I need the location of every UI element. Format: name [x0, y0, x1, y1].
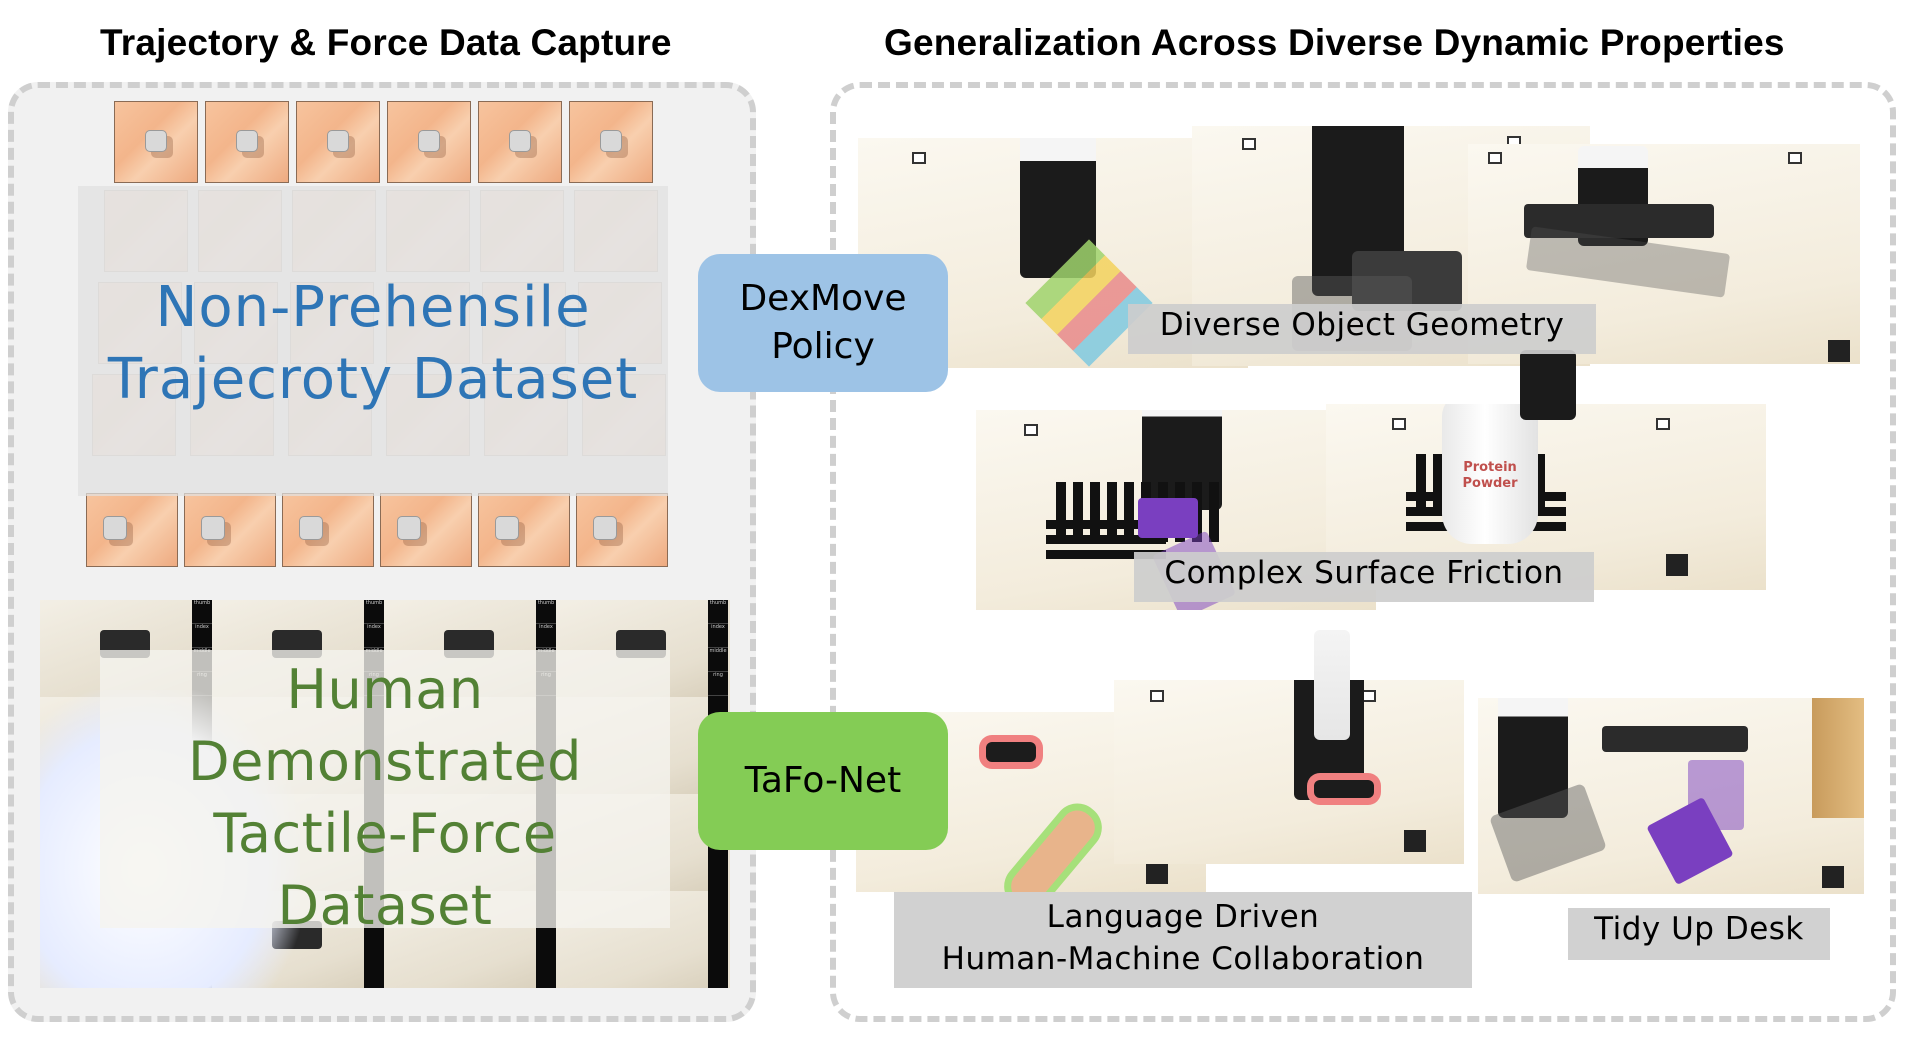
drill-object-highlighted: [1314, 780, 1374, 798]
trajectory-frame: [184, 493, 276, 567]
trajectory-frame: [282, 493, 374, 567]
aruco-marker: [1024, 424, 1038, 436]
finger-label: thumb: [536, 600, 556, 624]
robot-hand-image: [495, 516, 519, 540]
robot-hand-image: [327, 130, 349, 152]
photo-robot-grasp-drill: [1114, 680, 1464, 864]
trajectory-dataset-label: Non-Prehensile Trajecroty Dataset: [78, 272, 668, 416]
human-dataset-line4: Dataset: [277, 874, 493, 937]
dexmove-line2: Policy: [771, 326, 875, 367]
trajectory-dataset-line1: Non-Prehensile: [155, 275, 591, 340]
caption-language-collaboration: Language Driven Human-Machine Collaborat…: [894, 892, 1472, 988]
human-hand-pointing-image: [1004, 803, 1102, 892]
trajectory-frame: [205, 101, 289, 183]
aruco-marker: [1822, 866, 1844, 888]
robot-hand-image: [201, 516, 225, 540]
finger-label: thumb: [364, 600, 384, 624]
keyboard-object: [1524, 204, 1714, 238]
section-title-generalization: Generalization Across Diverse Dynamic Pr…: [884, 22, 1785, 63]
trajectory-frame: [387, 101, 471, 183]
drill-object-highlighted: [986, 742, 1036, 762]
trajectory-frame: [576, 493, 668, 567]
trajectory-dataset-line2: Trajecroty Dataset: [107, 347, 639, 412]
aruco-marker: [1392, 418, 1406, 430]
section-title-trajectory-force: Trajectory & Force Data Capture: [100, 22, 672, 63]
human-dataset-line1: Human: [286, 658, 484, 721]
aruco-marker: [1828, 340, 1850, 362]
tafo-net-box: TaFo-Net: [698, 712, 948, 850]
jar-label-line1: Protein: [1463, 460, 1517, 475]
aruco-marker: [1666, 554, 1688, 576]
caption-tidy-up-desk: Tidy Up Desk: [1568, 908, 1830, 960]
trajectory-frame: [296, 101, 380, 183]
trajectory-frame: [478, 101, 562, 183]
scale-object: [1352, 251, 1462, 311]
robot-hand-image: [600, 130, 622, 152]
aruco-marker: [1150, 690, 1164, 702]
robot-hand-image: [418, 130, 440, 152]
friction-stripes: [1046, 520, 1166, 565]
aruco-marker: [912, 152, 926, 164]
finger-label: index: [364, 624, 384, 648]
aruco-marker: [1146, 862, 1168, 884]
robot-hand-image: [236, 130, 258, 152]
trajectory-overlay: [78, 186, 668, 496]
keyboard-object: [1602, 726, 1748, 752]
finger-label: thumb: [192, 600, 212, 624]
trajectory-frame: [86, 493, 178, 567]
dexmove-line1: DexMove: [739, 278, 907, 319]
aruco-marker: [1242, 138, 1256, 150]
finger-label: index: [536, 624, 556, 648]
finger-label: index: [708, 624, 728, 648]
caption-language-line2: Human-Machine Collaboration: [941, 941, 1425, 977]
finger-label: thumb: [708, 600, 728, 624]
caption-language-line1: Language Driven: [1046, 899, 1320, 935]
jar-label: Protein Powder: [1450, 460, 1530, 492]
photo-tidy-desk: [1478, 698, 1864, 894]
aruco-marker: [1362, 690, 1376, 702]
dexmove-policy-box: DexMove Policy: [698, 254, 948, 392]
caption-complex-surface-friction: Complex Surface Friction: [1134, 552, 1594, 602]
purple-board-object: [1138, 498, 1198, 538]
trajectory-frame: [478, 493, 570, 567]
caption-diverse-object-geometry: Diverse Object Geometry: [1128, 304, 1596, 354]
robot-hand-image: [593, 516, 617, 540]
trajectory-frame: [380, 493, 472, 567]
robot-hand-image: [397, 516, 421, 540]
finger-label: index: [192, 624, 212, 648]
jar-label-line2: Powder: [1462, 476, 1518, 491]
aruco-marker: [1788, 152, 1802, 164]
protein-powder-jar: Protein Powder: [1442, 404, 1538, 544]
aruco-marker: [1488, 152, 1502, 164]
aruco-marker: [1404, 830, 1426, 852]
human-dataset-line3: Tactile-Force: [213, 802, 557, 865]
robot-hand-image: [1498, 698, 1568, 818]
finger-label: ring: [708, 672, 728, 696]
finger-label: middle: [708, 648, 728, 672]
robot-hand-image: [299, 516, 323, 540]
trajectory-frame: [569, 101, 653, 183]
robot-hand-image: [509, 130, 531, 152]
robot-hand-image: [145, 130, 167, 152]
aruco-marker: [1656, 418, 1670, 430]
wooden-box-image: [1812, 698, 1864, 818]
human-dataset-line2: Demonstrated: [188, 730, 582, 793]
robot-arm-image: [1314, 630, 1350, 740]
tactile-sidebar: [708, 891, 728, 988]
robot-hand-image: [1520, 350, 1576, 420]
trajectory-frame: [114, 101, 198, 183]
robot-hand-image: [103, 516, 127, 540]
human-dataset-overlay: [100, 650, 670, 928]
human-dataset-label: Human Demonstrated Tactile-Force Dataset: [100, 654, 670, 942]
